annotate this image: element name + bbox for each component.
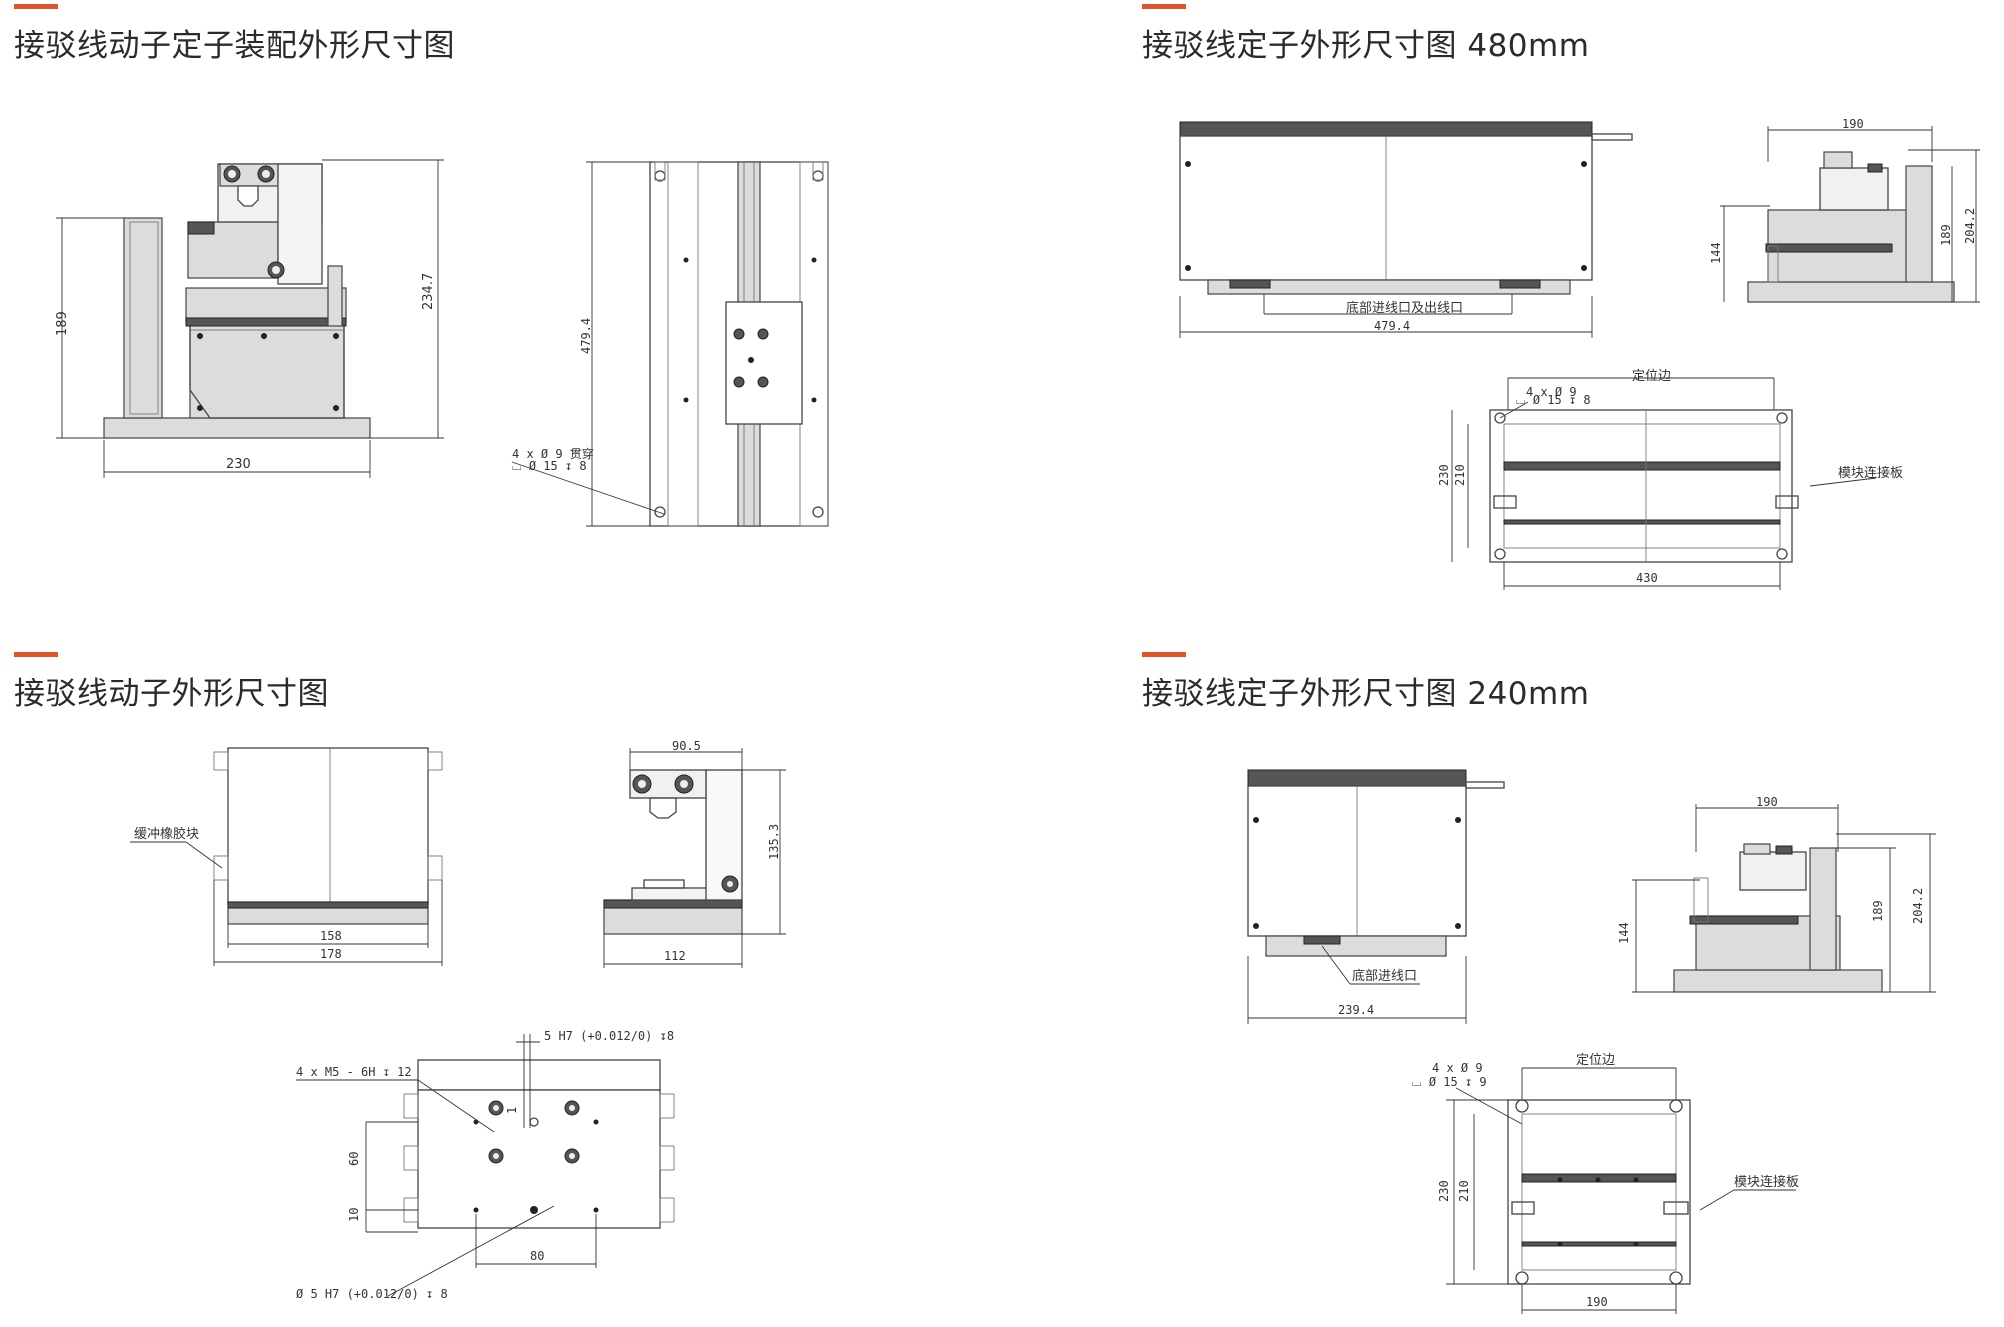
p4-dim-144: 144 (1617, 922, 1631, 944)
p1-top-dimensions (511, 161, 665, 527)
p4-hole-spec-1: 4 x Ø 9 (1432, 1061, 1483, 1075)
p3-dim-80: 80 (530, 1249, 544, 1263)
p1-dim-4794: 479.4 (579, 318, 593, 354)
panel3-accent-bar (14, 652, 58, 657)
p1-hole-spec-1: 4 x Ø 9 贯穿 (512, 446, 594, 461)
p3-bottom-dimensions (296, 1034, 597, 1297)
panel1-accent-bar (14, 4, 58, 9)
p2-dim-2042: 204.2 (1963, 208, 1977, 244)
p4-hole-spec-2: ⌴ Ø 15 ↧ 9 (1412, 1075, 1487, 1089)
panel4-title: 接驳线定子外形尺寸图 240mm (1142, 676, 1590, 712)
panel1-title: 接驳线动子定子装配外形尺寸图 (14, 28, 455, 64)
p2-front-dimensions (1179, 294, 1593, 338)
p4-dim-230: 230 (1437, 1180, 1451, 1202)
p3-bottom-view (403, 1059, 675, 1229)
p1-dim-2347: 234.7 (421, 273, 436, 310)
p4-dim-2042: 204.2 (1911, 888, 1925, 924)
panel2-accent-bar (1142, 4, 1186, 9)
p2-side-dimensions (1720, 126, 1980, 303)
p1-dim-189: 189 (55, 311, 70, 336)
p4-module-plate-label: 模块连接板 (1734, 1174, 1799, 1190)
p2-dim-144: 144 (1709, 242, 1723, 264)
p4-top-view (1507, 1099, 1691, 1285)
p1-side-view (103, 163, 371, 439)
p4-front-dimensions (1247, 945, 1467, 1024)
p4-locate-edge-label: 定位边 (1576, 1053, 1615, 1068)
panel2-title: 接驳线定子外形尺寸图 480mm (1142, 28, 1590, 64)
p3-dim-112: 112 (664, 949, 686, 963)
p2-top-view (1489, 409, 1799, 563)
p3-side-dimensions (603, 748, 786, 968)
p3-dim-10: 10 (347, 1208, 361, 1222)
p2-dim-190: 190 (1842, 117, 1864, 131)
p3-side-view (603, 769, 743, 935)
p1-dim-230: 230 (226, 457, 251, 472)
p3-buffer-label: 缓冲橡胶块 (134, 826, 199, 842)
p2-hole-spec-1: 4 x Ø 9 (1526, 385, 1577, 399)
p4-side-view (1673, 843, 1883, 993)
panel3-title: 接驳线动子外形尺寸图 (14, 676, 329, 712)
p4-bottom-inlet-label: 底部进线口 (1352, 968, 1417, 984)
p4-dim-210: 210 (1457, 1180, 1471, 1202)
p2-hole-spec-2: ⌴ Ø 15 ↧ 8 (1516, 393, 1591, 407)
p3-dim-60: 60 (347, 1152, 361, 1166)
p2-dim-230: 230 (1437, 464, 1451, 486)
p4-dim-190b: 190 (1586, 1295, 1608, 1309)
p2-top-dimensions (1451, 377, 1877, 590)
p2-dim-430: 430 (1636, 571, 1658, 585)
p4-dim-2394: 239.4 (1338, 1003, 1374, 1017)
p2-dim-210: 210 (1453, 464, 1467, 486)
p3-front-view (213, 747, 443, 925)
p2-bottom-inlet-label: 底部进线口及出线口 (1346, 300, 1463, 316)
p4-top-dimensions (1446, 1067, 1796, 1314)
p3-dim-178: 178 (320, 947, 342, 961)
p3-pin-bottom: Ø 5 H7 (+0.012/0) ↧ 8 (296, 1287, 448, 1301)
p3-front-dimensions (130, 841, 443, 966)
p2-module-plate-label: 模块连接板 (1838, 465, 1903, 481)
p3-thread-spec: 4 x M5 - 6H ↧ 12 (296, 1065, 412, 1079)
p1-side-dimensions (56, 159, 444, 478)
p4-front-view (1247, 769, 1505, 957)
p4-side-dimensions (1632, 804, 1936, 993)
p1-hole-spec-2: ⌴ Ø 15 ↧ 8 (512, 459, 587, 473)
p4-dim-189: 189 (1871, 900, 1885, 922)
p3-dim-158: 158 (320, 929, 342, 943)
panel4-accent-bar (1142, 652, 1186, 657)
p2-dim-4794: 479.4 (1374, 319, 1410, 333)
p2-locate-edge-label: 定位边 (1632, 369, 1671, 384)
p3-dim-905: 90.5 (672, 739, 701, 753)
p2-dim-189: 189 (1939, 224, 1953, 246)
p4-dim-190: 190 (1756, 795, 1778, 809)
p1-top-view (649, 161, 829, 527)
p3-pin-top: 5 H7 (+0.012/0) ↧8 (544, 1029, 674, 1043)
p3-dim-1: 1 (505, 1107, 519, 1114)
p2-front-view (1179, 121, 1633, 295)
p2-side-view (1747, 151, 1955, 303)
p3-dim-1353: 135.3 (767, 824, 781, 860)
